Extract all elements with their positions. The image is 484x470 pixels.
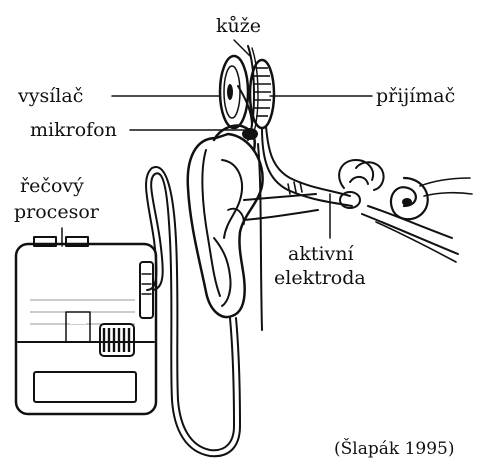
label-processor-line2: procesor [14, 201, 100, 223]
label-skin: kůže [216, 15, 261, 37]
processor-cable [146, 167, 240, 456]
speech-processor [16, 237, 156, 414]
label-microphone: mikrofon [30, 119, 117, 141]
label-electrode-line2: elektroda [274, 267, 366, 289]
leader-lines [62, 40, 372, 246]
label-electrode-line1: aktivní [288, 243, 355, 265]
label-receiver: přijímač [376, 85, 455, 107]
source-citation: (Šlapák 1995) [334, 438, 454, 459]
label-processor-line1: řečový [20, 175, 84, 197]
inner-ear [244, 126, 472, 262]
label-transmitter: vysílač [17, 85, 83, 107]
ear [188, 134, 263, 330]
